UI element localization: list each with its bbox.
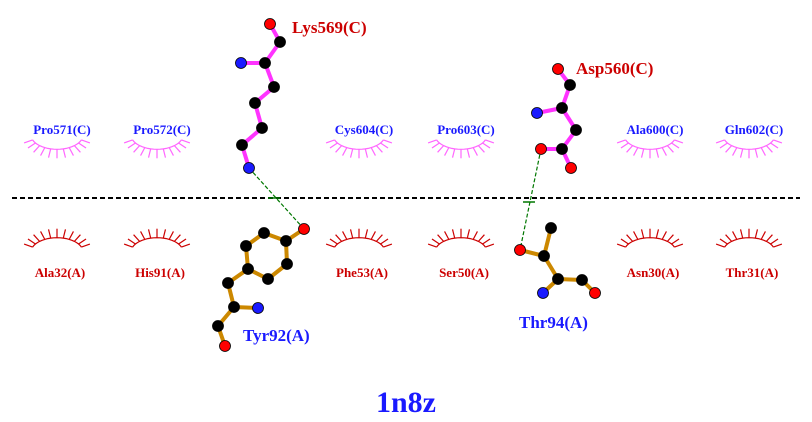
carbon-atom [570, 124, 582, 136]
hydrophobic-contact-arc [325, 139, 393, 159]
hydrophobic-residue-label: Gln602(C) [725, 122, 784, 137]
oxygen-atom [298, 223, 310, 235]
residue-label-tyr92: Tyr92(A) [243, 326, 310, 345]
carbon-atom [258, 227, 270, 239]
hydrophobic-residue-label: Pro571(C) [33, 122, 91, 137]
nitrogen-atom [537, 287, 549, 299]
carbon-atom [274, 36, 286, 48]
hydrophobic-residue-label: Ala600(C) [626, 122, 683, 137]
hydrophobic-residue-label: Ser50(A) [439, 265, 489, 280]
carbon-atom [240, 240, 252, 252]
hydrophobic-contact-arc [715, 228, 783, 248]
carbon-atom [552, 273, 564, 285]
carbon-atom [212, 320, 224, 332]
carbon-atom [556, 102, 568, 114]
residue-label-thr94: Thr94(A) [519, 313, 588, 332]
carbon-atom [249, 97, 261, 109]
carbon-atom [236, 139, 248, 151]
nitrogen-atom [531, 107, 543, 119]
hydrophobic-residue-label: Ala32(A) [35, 265, 86, 280]
carbon-atom [228, 301, 240, 313]
hydrophobic-contact-arc [427, 139, 495, 159]
carbon-atom [242, 263, 254, 275]
carbon-atom [222, 277, 234, 289]
hydrophobic-contact-arc [325, 228, 393, 248]
carbon-atom [564, 79, 576, 91]
carbon-atom [576, 274, 588, 286]
residue-structure-tyr92 [212, 223, 310, 352]
carbon-atom [538, 250, 550, 262]
oxygen-atom [264, 18, 276, 30]
carbon-atom [281, 258, 293, 270]
hydrophobic-residue-label: Asn30(A) [627, 265, 680, 280]
residue-label-lys569: Lys569(C) [292, 18, 367, 37]
hydrophobic-residue-label: Thr31(A) [726, 265, 779, 280]
residue-structure-asp560 [531, 63, 582, 174]
hydrogen-bond [519, 148, 542, 251]
hydrophobic-contact-arc [23, 139, 91, 159]
hydrophobic-residue-label: Pro572(C) [133, 122, 191, 137]
carbon-atom [262, 273, 274, 285]
nitrogen-atom [252, 302, 264, 314]
oxygen-atom [589, 287, 601, 299]
hydrophobic-residue-label: His91(A) [135, 265, 185, 280]
carbon-atom [280, 235, 292, 247]
nitrogen-atom [235, 57, 247, 69]
hydrophobic-contact-arc [616, 228, 684, 248]
oxygen-atom [535, 143, 547, 155]
hydrophobic-residue-label: Phe53(A) [336, 265, 388, 280]
hydrophobic-contact-arc [123, 228, 191, 248]
hydrophobic-contact-arc [23, 228, 91, 248]
oxygen-atom [514, 244, 526, 256]
hydrophobic-contact-arc [123, 139, 191, 159]
structure-title: 1n8z [376, 386, 436, 419]
hydrophobic-contact-arc [427, 228, 495, 248]
oxygen-atom [552, 63, 564, 75]
hydrophobic-contact-arc [715, 139, 783, 159]
carbon-atom [556, 143, 568, 155]
hydrophobic-residue-label: Cys604(C) [335, 122, 394, 137]
residue-structure-lys569 [235, 18, 286, 174]
hydrophobic-contact-arc [616, 139, 684, 159]
hydrogen-bond [248, 167, 305, 230]
residue-label-asp560: Asp560(C) [576, 59, 653, 78]
nitrogen-atom [243, 162, 255, 174]
residue-structure-thr94 [514, 222, 601, 299]
oxygen-atom [565, 162, 577, 174]
carbon-atom [268, 81, 280, 93]
oxygen-atom [219, 340, 231, 352]
carbon-atom [256, 122, 268, 134]
carbon-atom [259, 57, 271, 69]
hydrophobic-residue-label: Pro603(C) [437, 122, 495, 137]
carbon-atom [545, 222, 557, 234]
